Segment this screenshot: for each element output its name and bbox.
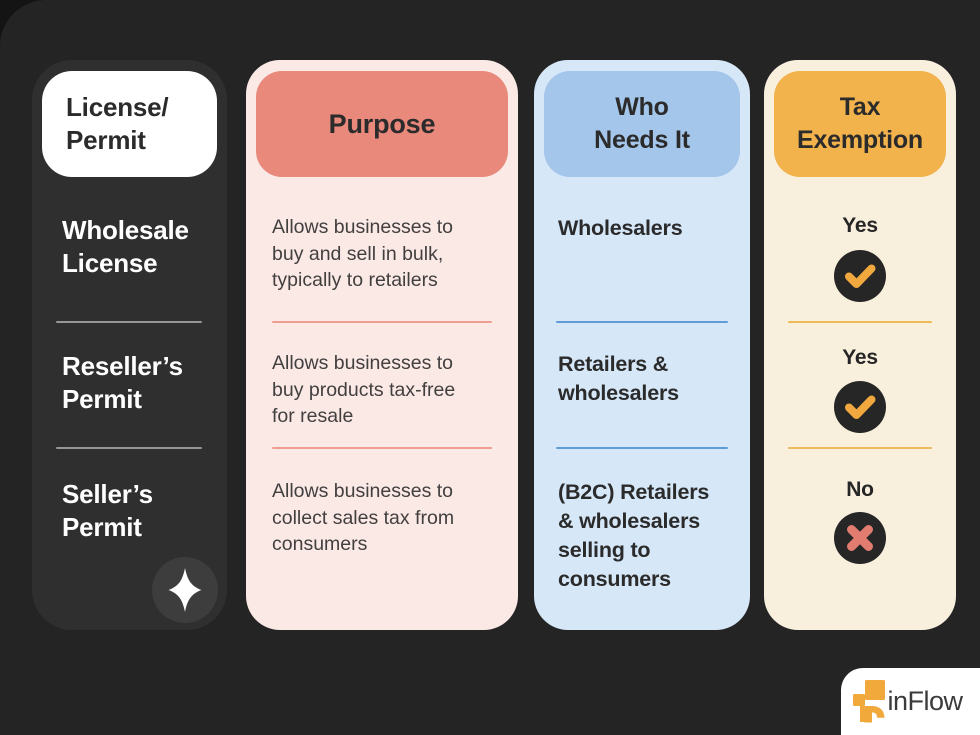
license-row-reseller: Reseller’s Permit	[62, 351, 183, 414]
sparkle-icon	[152, 557, 218, 623]
purpose-row-wholesale: Allows businesses to buy and sell in bul…	[272, 216, 454, 291]
license-divider-2	[56, 447, 202, 449]
purpose-divider-1	[272, 321, 492, 323]
inflow-brand-name: inFlow	[887, 686, 963, 716]
who-row-wholesale: Wholesalers	[558, 216, 683, 240]
who-row-reseller: Retailers & wholesalers	[558, 352, 679, 405]
who-divider-2	[556, 447, 728, 449]
tax-label-reseller: Yes	[842, 346, 878, 369]
column-tax-exemption: Tax Exemption Yes Yes No	[764, 60, 956, 630]
license-divider-1	[56, 321, 202, 323]
license-row-wholesale: Wholesale License	[62, 215, 189, 278]
who-divider-1	[556, 321, 728, 323]
inflow-logo-icon	[853, 679, 886, 722]
purpose-row-seller: Allows businesses to collect sales tax f…	[272, 480, 455, 555]
check-icon	[834, 381, 886, 433]
license-row-seller: Seller’s Permit	[62, 479, 153, 542]
tax-divider-2	[788, 447, 932, 449]
tax-divider-1	[788, 321, 932, 323]
sparkle-star-icon	[168, 568, 202, 612]
column-license-permit: License/ Permit Wholesale License Resell…	[32, 60, 227, 630]
x-icon	[834, 512, 886, 564]
column-purpose: Purpose Allows businesses to buy and sel…	[246, 60, 518, 630]
tax-label-wholesale: Yes	[842, 214, 878, 237]
who-needs-it-header: Who Needs It	[544, 71, 740, 177]
license-permit-header: License/ Permit	[42, 71, 217, 177]
inflow-logo: inFlow	[841, 668, 980, 735]
who-row-seller: (B2C) Retailers & wholesalers selling to…	[558, 480, 710, 591]
check-icon	[834, 250, 886, 302]
tax-label-seller: No	[846, 478, 874, 501]
column-who-needs-it: Who Needs It Wholesalers Retailers & who…	[534, 60, 750, 630]
purpose-divider-2	[272, 447, 492, 449]
tax-exemption-header: Tax Exemption	[774, 71, 946, 177]
purpose-row-reseller: Allows businesses to buy products tax-fr…	[272, 352, 456, 427]
purpose-header: Purpose	[256, 71, 508, 177]
